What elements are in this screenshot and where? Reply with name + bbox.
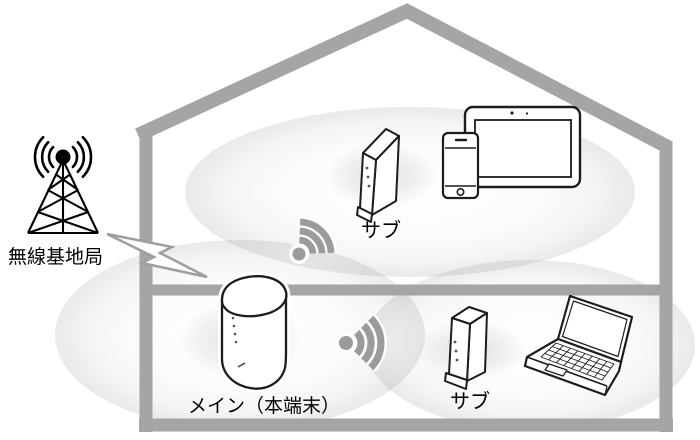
- main-router-label: メイン（本端末）: [188, 395, 340, 417]
- lightning-bolt-icon: [106, 232, 208, 279]
- house-roof: [135, 3, 672, 154]
- laptop-device: [523, 294, 634, 397]
- main-router-leds: [231, 316, 238, 344]
- base-station-label: 無線基地局: [8, 246, 103, 268]
- laptop-keyboard: [540, 342, 615, 381]
- wifi-signal-2f-icon: [289, 216, 337, 264]
- sub-router-device-upper: [356, 128, 400, 223]
- tablet-camera-dot: [510, 111, 514, 115]
- sub-router-device-lower: [444, 306, 488, 390]
- wifi-signal-1f-icon: [335, 314, 387, 372]
- sub-router-lower-label: サブ: [450, 389, 490, 413]
- main-router-device: [218, 272, 291, 393]
- sub-router-upper-label: サブ: [361, 218, 401, 242]
- phone-home-button: [456, 188, 465, 197]
- laptop-touchpad: [544, 363, 568, 377]
- coverage-area-1f-sub: [365, 260, 695, 430]
- smartphone-device: [441, 131, 480, 200]
- radio-tower-icon: [27, 135, 99, 235]
- tablet-device: [463, 105, 582, 189]
